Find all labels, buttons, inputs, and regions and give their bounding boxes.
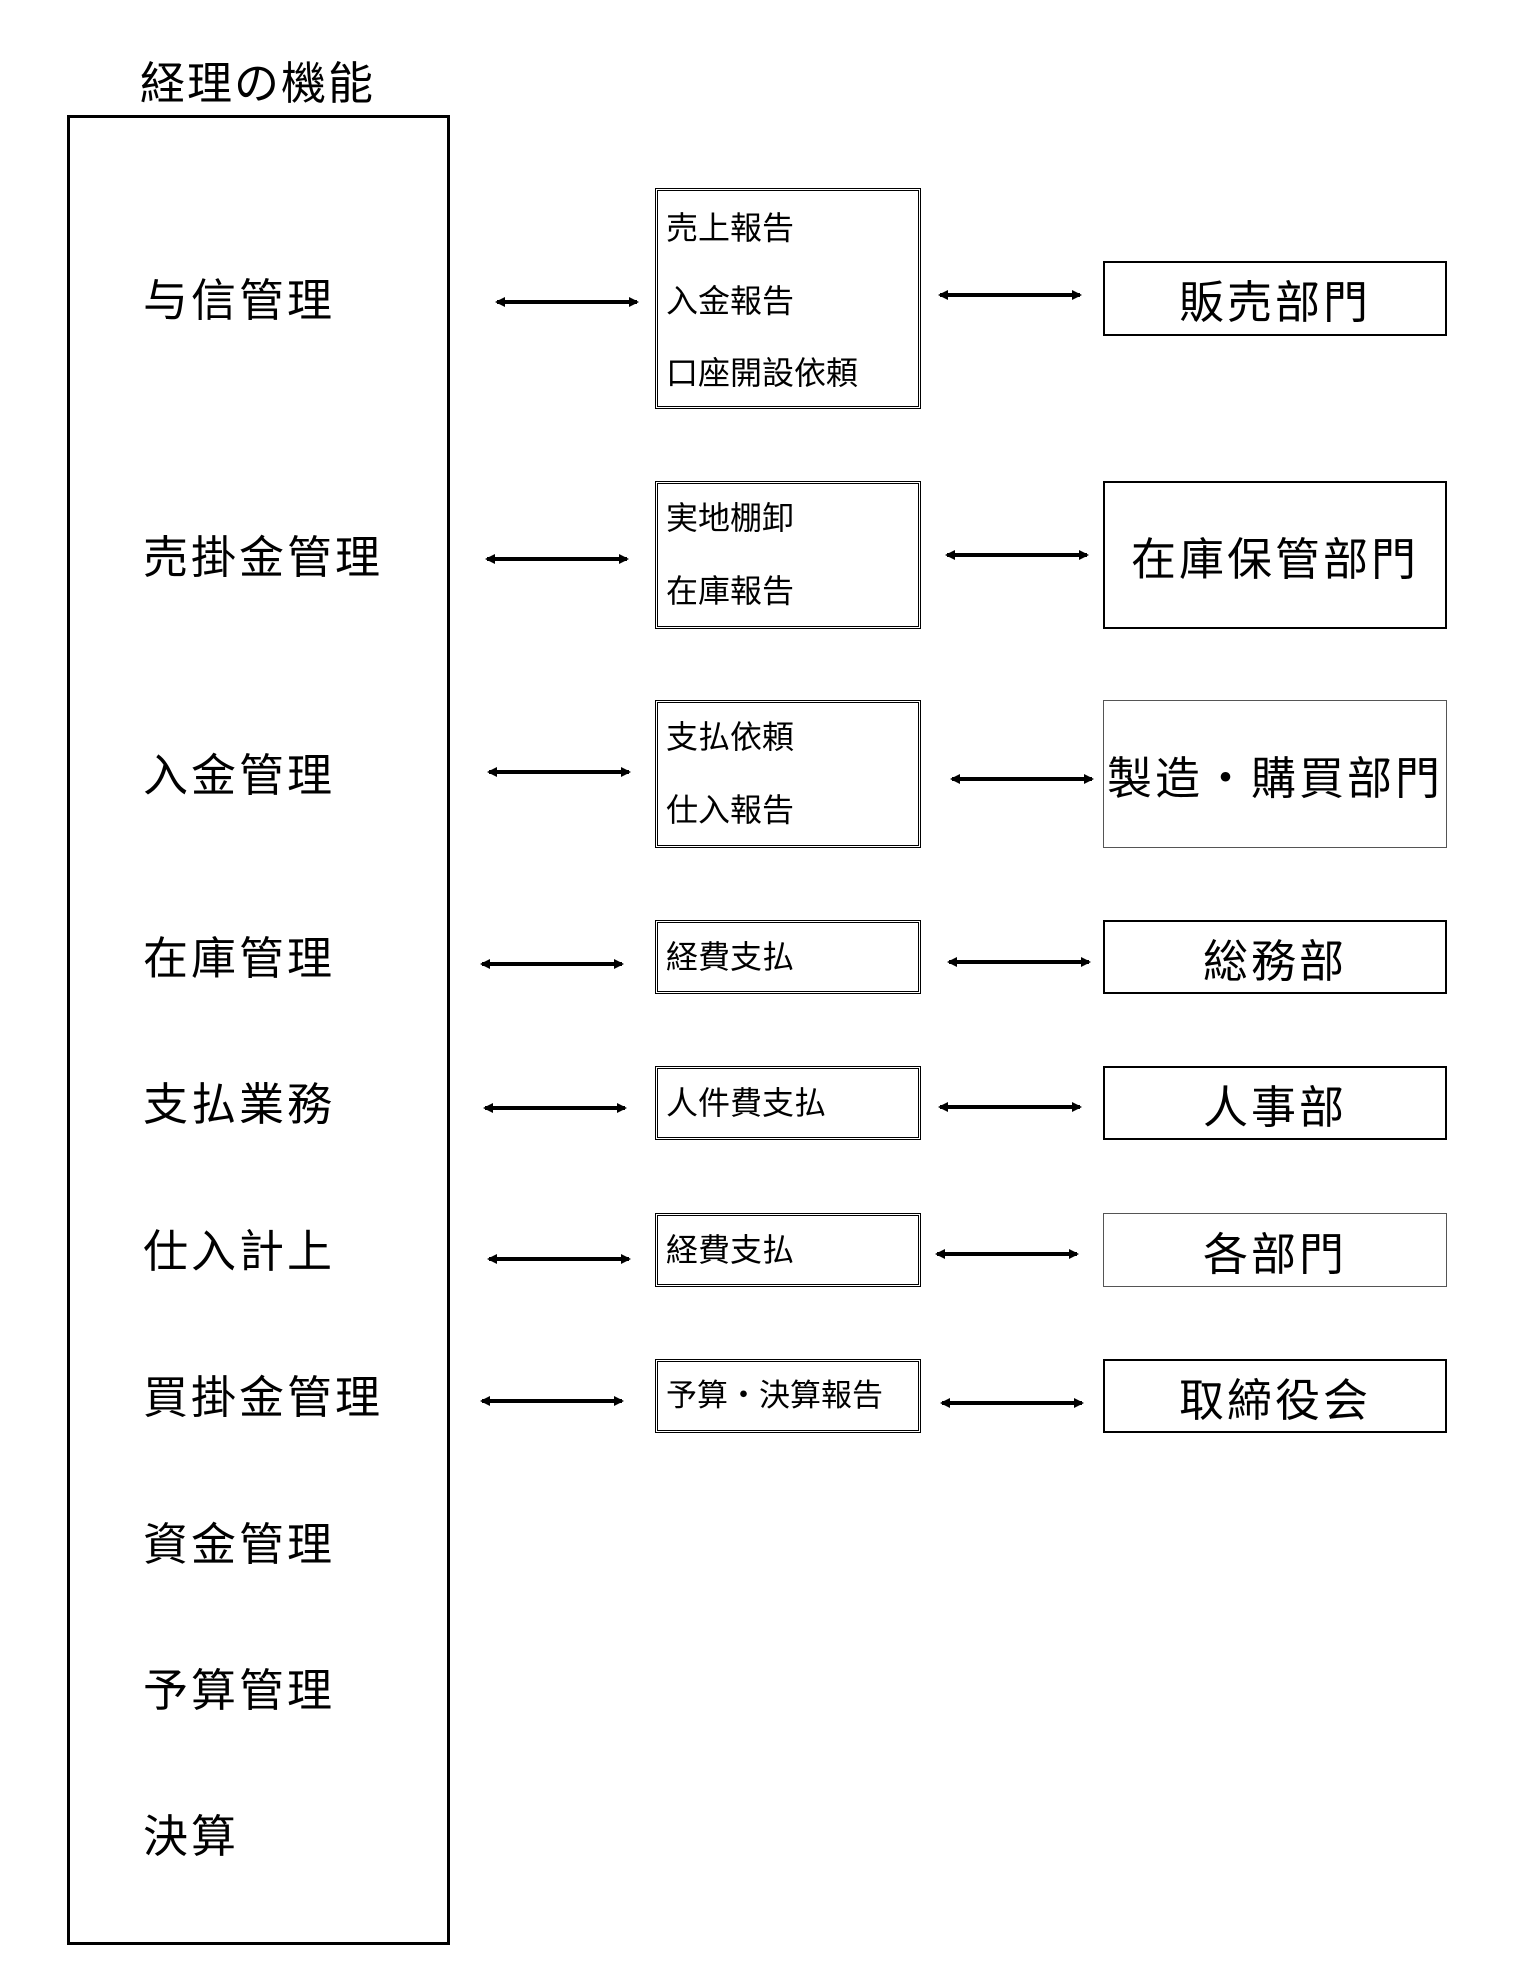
document-label: 予算・決算報告 bbox=[666, 1378, 883, 1414]
function-receivables-management: 売掛金管理 bbox=[143, 531, 384, 584]
diagram-title: 経理の機能 bbox=[140, 57, 376, 110]
function-credit-management: 与信管理 bbox=[143, 274, 336, 327]
document-box-sales: 売上報告 入金報告 口座開設依頼 bbox=[655, 188, 921, 409]
function-funds-management: 資金管理 bbox=[143, 1518, 336, 1571]
document-label: 経費支払 bbox=[666, 938, 795, 976]
function-purchase-recording: 仕入計上 bbox=[143, 1225, 336, 1278]
document-box-general-affairs: 経費支払 bbox=[655, 920, 921, 994]
accounting-functions-box bbox=[67, 115, 450, 1945]
document-label: 人件費支払 bbox=[666, 1084, 827, 1122]
department-board: 取締役会 bbox=[1103, 1359, 1447, 1433]
document-box-each-department: 経費支払 bbox=[655, 1213, 921, 1287]
document-label: 口座開設依頼 bbox=[666, 354, 859, 392]
function-closing: 決算 bbox=[143, 1810, 240, 1863]
function-inventory-management: 在庫管理 bbox=[143, 932, 336, 985]
department-manufacturing-purchasing: 製造・購買部門 bbox=[1103, 700, 1447, 848]
department-each: 各部門 bbox=[1103, 1213, 1447, 1287]
function-payables-management: 買掛金管理 bbox=[143, 1371, 384, 1424]
document-label: 仕入報告 bbox=[666, 791, 795, 829]
function-payment-operations: 支払業務 bbox=[143, 1078, 336, 1131]
document-label: 入金報告 bbox=[666, 282, 795, 320]
document-label: 支払依頼 bbox=[666, 718, 795, 756]
document-label: 売上報告 bbox=[666, 209, 795, 247]
document-box-purchasing: 支払依頼 仕入報告 bbox=[655, 700, 921, 848]
document-box-hr: 人件費支払 bbox=[655, 1066, 921, 1140]
department-general-affairs: 総務部 bbox=[1103, 920, 1447, 994]
function-budget-management: 予算管理 bbox=[143, 1664, 336, 1717]
department-inventory-storage: 在庫保管部門 bbox=[1103, 481, 1447, 629]
document-label: 経費支払 bbox=[666, 1231, 795, 1269]
department-hr: 人事部 bbox=[1103, 1066, 1447, 1140]
function-collection-management: 入金管理 bbox=[143, 749, 336, 802]
department-sales: 販売部門 bbox=[1103, 261, 1447, 336]
document-box-board: 予算・決算報告 bbox=[655, 1359, 921, 1433]
document-label: 在庫報告 bbox=[666, 572, 795, 610]
document-box-inventory: 実地棚卸 在庫報告 bbox=[655, 481, 921, 629]
document-label: 実地棚卸 bbox=[666, 499, 795, 537]
